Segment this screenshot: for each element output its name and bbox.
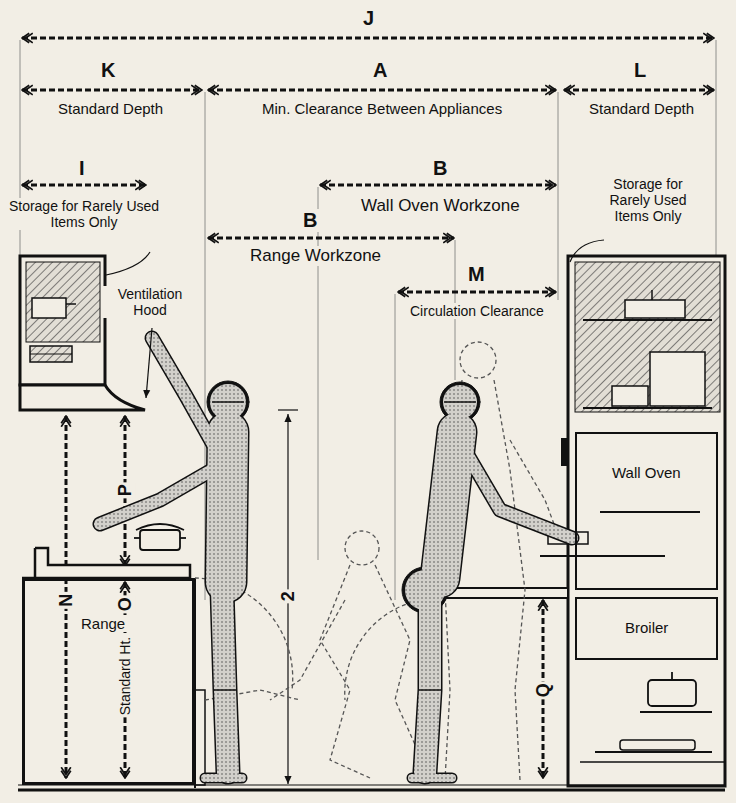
appliance-box: Wall Oven	[575, 432, 718, 590]
dimension-label: Min. Clearance Between Appliances	[260, 100, 504, 117]
zone-label: Range Workzone	[248, 246, 383, 266]
reference-lines	[20, 40, 716, 600]
dimension-letter: I	[77, 157, 87, 180]
dimension-letter: P	[115, 482, 136, 498]
appliance-box: Broiler	[575, 597, 718, 660]
dimension-label: Standard Ht.	[117, 635, 133, 718]
dimension-letter: K	[99, 59, 117, 82]
dimension-letter: L	[632, 59, 648, 82]
range-top	[22, 524, 205, 788]
human-figures-outline	[100, 338, 572, 778]
appliance-label: Wall Oven	[610, 464, 683, 481]
appliance-label: Range	[79, 615, 127, 632]
ghost-figures	[195, 342, 560, 780]
tall-oven-unit	[438, 256, 725, 786]
floor-line	[18, 789, 725, 792]
dimension-label: Standard Depth	[56, 100, 165, 117]
dimension-letter: N	[56, 592, 77, 609]
zone-label: Wall Oven Workzone	[359, 196, 522, 216]
left-cabinet	[20, 256, 145, 410]
dimension-letter: M	[466, 263, 487, 286]
dimension-letter: Q	[533, 681, 554, 699]
human-figures	[100, 338, 572, 778]
hood-note: Ventilation Hood	[102, 286, 198, 318]
dimension-letter: B	[301, 209, 319, 232]
dimension-number: 2	[278, 589, 299, 603]
dimension-letter: J	[361, 7, 376, 30]
dimension-label: Circulation Clearance	[408, 303, 546, 319]
dimension-letter: O	[115, 595, 136, 613]
storage-note: Storage for Rarely Used Items Only	[3, 198, 165, 230]
dimension-letter: B	[431, 157, 449, 180]
appliance-box: Range	[22, 578, 195, 785]
dimension-label: Standard Depth	[587, 100, 696, 117]
leader-lines	[106, 240, 604, 398]
figure-joints	[212, 402, 476, 690]
dimension-letter: A	[371, 59, 389, 82]
storage-note: Storage for Rarely Used Items Only	[594, 176, 702, 224]
appliance-label: Broiler	[623, 619, 670, 636]
